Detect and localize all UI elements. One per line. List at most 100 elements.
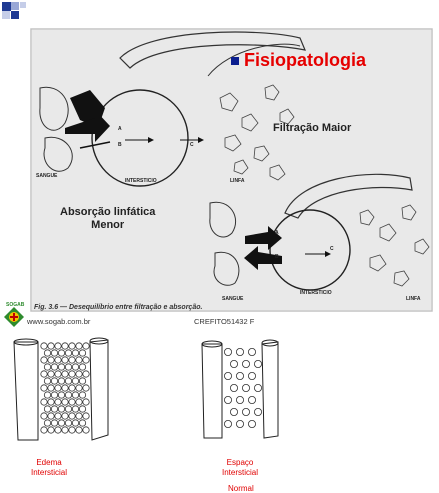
cell-circle bbox=[68, 342, 76, 350]
cell-circle bbox=[50, 349, 59, 357]
website-link[interactable]: www.sogab.com.br bbox=[27, 317, 91, 326]
cell-circle bbox=[57, 391, 66, 399]
cell-circle bbox=[50, 377, 59, 385]
cell-circle bbox=[229, 384, 238, 393]
cell-circle bbox=[57, 419, 66, 427]
figure-label-linfa: LINFA bbox=[230, 178, 245, 184]
cell-circle bbox=[40, 398, 48, 406]
cell-circle bbox=[47, 370, 55, 378]
cell-circle bbox=[71, 405, 80, 413]
figure-label-c: C bbox=[190, 142, 194, 148]
cell-circle bbox=[82, 398, 90, 406]
cell-circle bbox=[71, 377, 80, 385]
cell-circle bbox=[235, 347, 244, 356]
cell-circle bbox=[61, 356, 69, 364]
cell-circle bbox=[82, 370, 90, 378]
cell-circle bbox=[247, 347, 256, 356]
cell-circle bbox=[71, 363, 80, 371]
cell-circle bbox=[75, 398, 83, 406]
physiology-figure: Fisiopatologia Filtração Maior Absorção … bbox=[30, 28, 433, 312]
cell-circle bbox=[247, 396, 256, 405]
cell-circle bbox=[47, 384, 55, 392]
absorption-label: Absorção linfática Menor bbox=[60, 206, 155, 232]
cell-circle bbox=[61, 384, 69, 392]
crefito-text: CREFITO51432 F bbox=[194, 317, 255, 326]
figure-label-intersticio-2: INTERSTICIO bbox=[300, 290, 332, 296]
cell-circle bbox=[57, 363, 66, 371]
cell-circle bbox=[75, 356, 83, 364]
cell-circle bbox=[40, 356, 48, 364]
figure-label-a: A bbox=[118, 126, 122, 132]
cell-circle bbox=[40, 342, 48, 350]
cell-circle bbox=[54, 342, 62, 350]
cell-circle bbox=[54, 356, 62, 364]
normal-label: Normal bbox=[228, 484, 254, 493]
cell-circle bbox=[247, 420, 256, 429]
figure-label-b: B bbox=[118, 142, 122, 148]
cell-circle bbox=[47, 398, 55, 406]
cell-circle bbox=[40, 426, 48, 434]
decor-square bbox=[11, 11, 19, 19]
cell-circle bbox=[235, 372, 244, 381]
cell-circle bbox=[64, 377, 73, 385]
cell-circle bbox=[64, 405, 73, 413]
cell-circle bbox=[43, 391, 52, 399]
filtration-label: Filtração Maior bbox=[273, 122, 352, 134]
cell-circle bbox=[43, 377, 52, 385]
cell-circle bbox=[75, 342, 83, 350]
cell-circle bbox=[241, 408, 250, 417]
cell-circle bbox=[82, 384, 90, 392]
cell-circle bbox=[68, 370, 76, 378]
cell-circle bbox=[64, 419, 73, 427]
figure-drawing bbox=[30, 28, 433, 312]
cell-circle bbox=[43, 419, 52, 427]
cell-circle bbox=[57, 405, 66, 413]
cell-circle bbox=[57, 349, 66, 357]
normal-space-label-line1: Espaço bbox=[226, 458, 254, 467]
cell-circle bbox=[78, 405, 87, 413]
figure-label-linfa-2: LINFA bbox=[406, 296, 421, 302]
edema-comparison-drawing bbox=[13, 337, 279, 441]
normal-space-label-line2: Intersticial bbox=[222, 468, 259, 477]
figure-caption: Fig. 3.6 — Desequilíbrio entre filtração… bbox=[34, 304, 203, 311]
cell-circle bbox=[54, 384, 62, 392]
cell-circle bbox=[61, 370, 69, 378]
cell-circle bbox=[68, 426, 76, 434]
cell-circle bbox=[71, 391, 80, 399]
cell-circle bbox=[64, 391, 73, 399]
cell-circle bbox=[82, 356, 90, 364]
cell-circle bbox=[71, 419, 80, 427]
cell-circle bbox=[61, 412, 69, 420]
decor-square bbox=[2, 11, 10, 19]
cell-circle bbox=[40, 412, 48, 420]
cell-circle bbox=[54, 398, 62, 406]
cell-circle bbox=[82, 426, 90, 434]
logo-text: SOGAB bbox=[6, 302, 25, 308]
edema-label: Edema Intersticial bbox=[31, 458, 67, 478]
cell-circle bbox=[247, 372, 256, 381]
cell-circle bbox=[40, 384, 48, 392]
cell-circle bbox=[43, 349, 52, 357]
cell-circle bbox=[50, 363, 59, 371]
decor-square bbox=[20, 2, 26, 8]
cell-circle bbox=[50, 419, 59, 427]
cell-circle bbox=[50, 391, 59, 399]
figure-label-sangue: SANGUE bbox=[36, 173, 58, 179]
cell-circle bbox=[61, 342, 69, 350]
cell-circle bbox=[78, 419, 87, 427]
absorption-label-line1: Absorção linfática bbox=[60, 206, 156, 218]
decor-square bbox=[2, 2, 11, 11]
absorption-label-line2: Menor bbox=[91, 219, 125, 231]
cell-circle bbox=[223, 396, 232, 405]
cell-circle bbox=[253, 408, 262, 417]
cell-circle bbox=[229, 408, 238, 417]
cell-circle bbox=[253, 384, 262, 393]
slide-title: Fisiopatologia bbox=[244, 50, 367, 70]
edema-label-line1: Edema bbox=[36, 458, 62, 467]
cell-circle bbox=[68, 412, 76, 420]
cell-circle bbox=[78, 363, 87, 371]
cell-circle bbox=[75, 370, 83, 378]
sogab-logo bbox=[4, 307, 24, 327]
cell-circle bbox=[75, 426, 83, 434]
cell-circle bbox=[54, 412, 62, 420]
